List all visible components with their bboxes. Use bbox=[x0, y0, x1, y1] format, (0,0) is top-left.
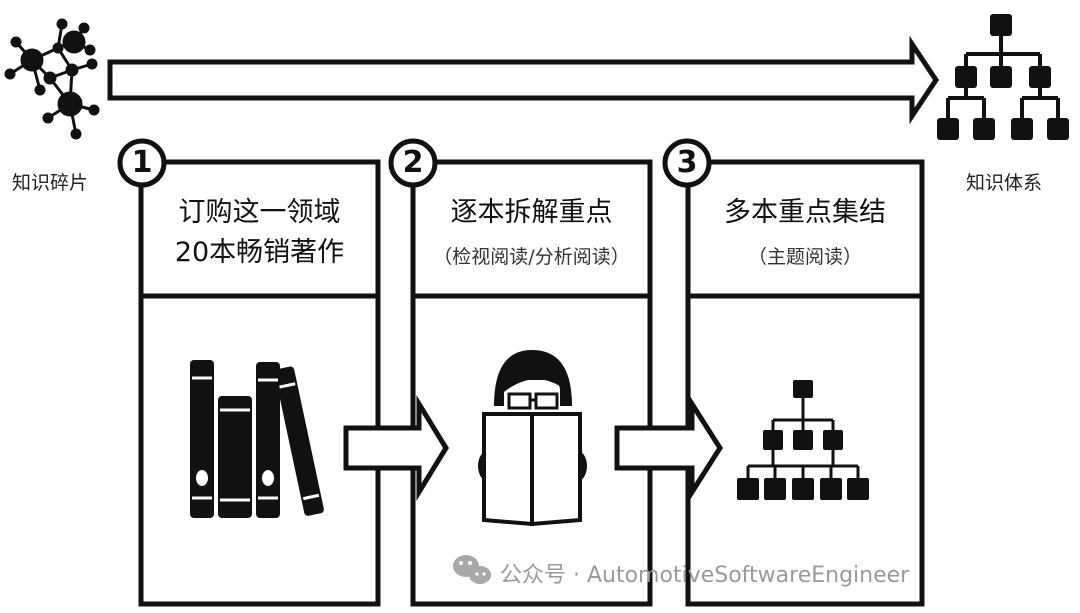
step-3-title: 多本重点集结 bbox=[724, 197, 886, 228]
step-number-3: 3 bbox=[676, 145, 698, 180]
hierarchy-icon bbox=[737, 380, 869, 500]
step-3-subtitle: （主题阅读） bbox=[747, 246, 862, 268]
knowledge-tree-icon bbox=[937, 14, 1069, 140]
knowledge-fragments-icon bbox=[4, 18, 100, 140]
step-badge-2 bbox=[388, 138, 438, 188]
step-arrow-2 bbox=[614, 395, 723, 501]
system-label: 知识体系 bbox=[966, 172, 1043, 194]
reader-icon bbox=[478, 350, 587, 527]
step-badge-3 bbox=[662, 138, 712, 188]
watermark-text: 公众号 · AutomotiveSoftwareEngineer bbox=[500, 563, 910, 588]
step-1-title-line2: 20本畅销著作 bbox=[174, 237, 345, 268]
step-1-title-line1: 订购这一领域 bbox=[178, 197, 341, 228]
step-number-1: 1 bbox=[131, 145, 153, 180]
step-badge-1 bbox=[117, 138, 167, 188]
step-number-2: 2 bbox=[402, 145, 424, 180]
wechat-icon bbox=[453, 555, 491, 584]
books-icon bbox=[190, 360, 324, 518]
fragments-label: 知识碎片 bbox=[12, 172, 89, 194]
step-2-subtitle: （检视阅读/分析阅读） bbox=[433, 246, 630, 268]
step-2-title: 逐本拆解重点 bbox=[450, 197, 613, 228]
top-arrow bbox=[107, 35, 940, 125]
step-arrow-1 bbox=[343, 395, 449, 501]
